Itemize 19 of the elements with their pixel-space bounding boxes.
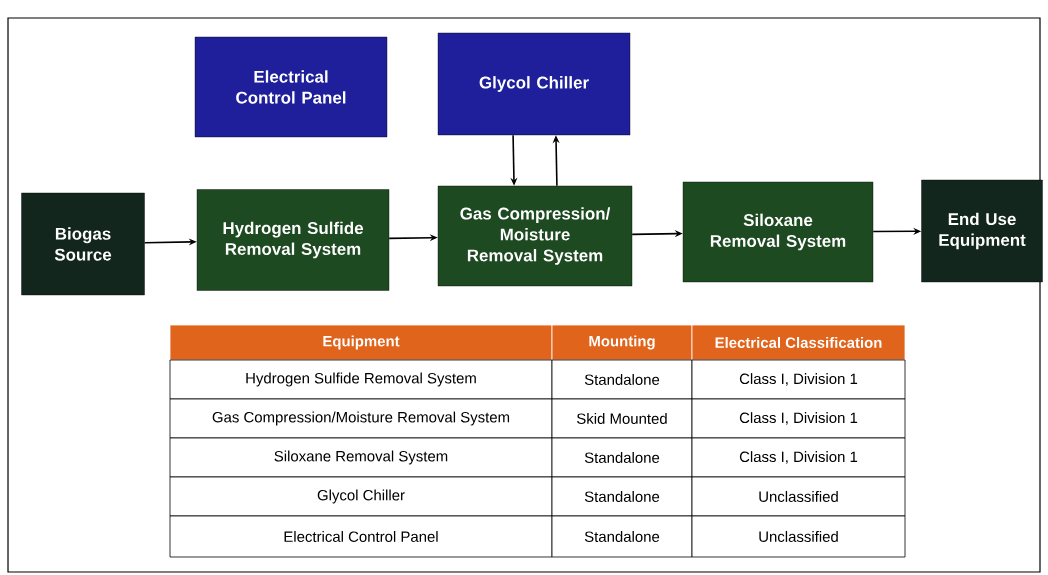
table-cell: Class I, Division 1 [691,437,906,478]
table-cell: Class I, Division 1 [691,359,906,400]
process-box: End Use Equipment [921,179,1043,283]
process-box: Electrical Control Panel [194,36,388,138]
header-cell: Electrical Classification [691,324,906,361]
process-box: Siloxane Removal System [682,181,874,283]
table-cell: Standalone [551,437,693,478]
table-cell: Standalone [551,359,693,400]
process-box: Hydrogen Sulfide Removal System [196,189,390,291]
table-cell: Unclassified [691,476,906,517]
table-cell: Class I, Division 1 [691,398,906,439]
process-box: Biogas Source [21,192,145,296]
table-cell: Unclassified [691,515,906,558]
process-box: Gas Compression/ Moisture Removal System [437,185,633,287]
table-cell: Skid Mounted [551,398,693,439]
table-cell: Standalone [551,515,693,558]
header-cell: Mounting [551,324,693,361]
table-cell: Standalone [551,476,693,517]
process-box: Glycol Chiller [437,32,631,136]
